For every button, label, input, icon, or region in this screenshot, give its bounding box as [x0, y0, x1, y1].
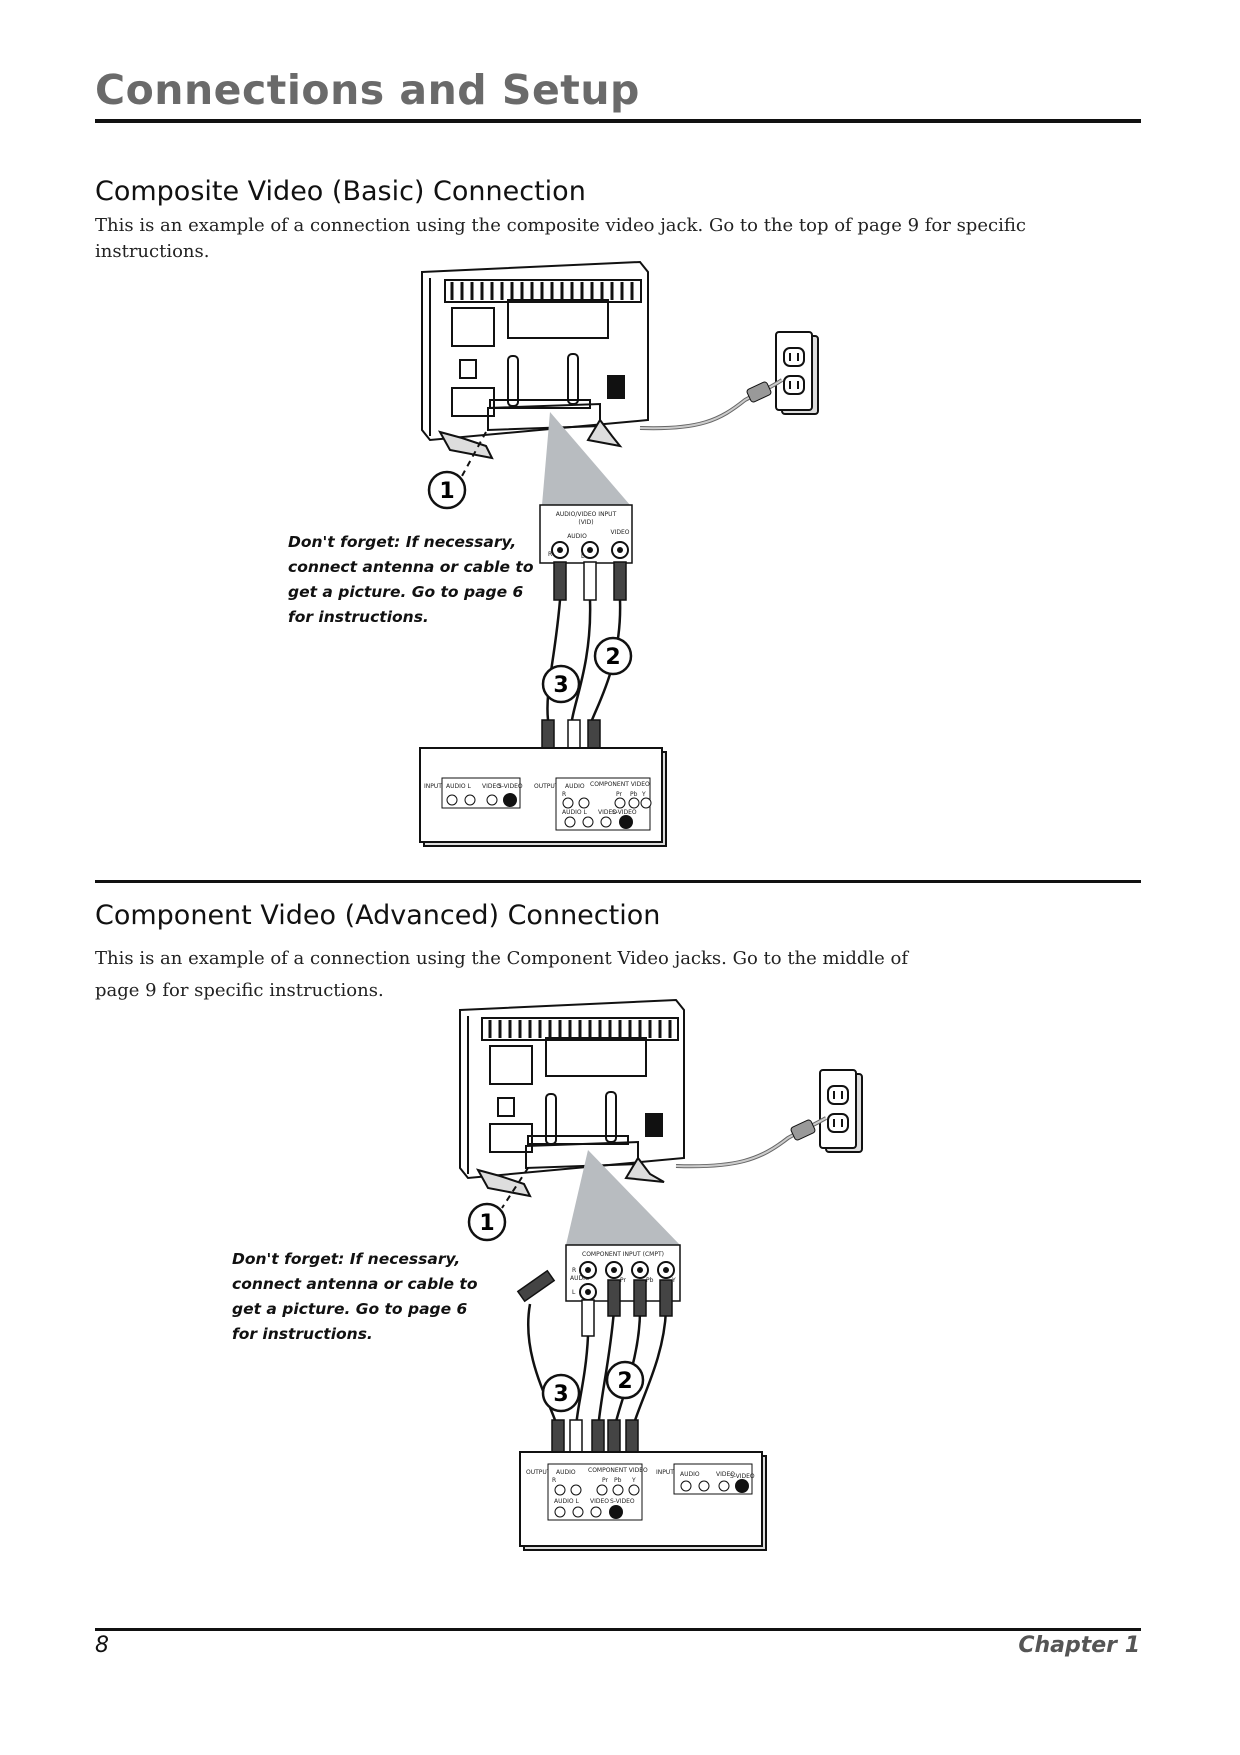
svg-text:R: R — [562, 791, 566, 798]
svg-text:Y: Y — [641, 791, 646, 798]
svg-text:1: 1 — [439, 479, 454, 504]
composite-description: This is an example of a connection using… — [95, 215, 1026, 262]
chapter-label: Chapter 1 — [1018, 1633, 1140, 1658]
zoom-callout — [566, 1150, 680, 1245]
svg-text:Pb: Pb — [646, 1277, 654, 1284]
step-3-badge: 3 — [541, 1373, 581, 1413]
svg-text:S-VIDEO: S-VIDEO — [610, 1498, 635, 1505]
svg-text:INPUT: INPUT — [424, 783, 442, 790]
svg-text:Pb: Pb — [614, 1477, 622, 1484]
svg-text:1: 1 — [479, 1211, 494, 1236]
composite-connection-diagram: 1 AUDIO/VIDEO INPUT (VID) AUDIO VIDEO R … — [419, 260, 819, 847]
svg-text:Y: Y — [631, 1477, 636, 1484]
svg-text:AUDIO L: AUDIO L — [446, 783, 472, 790]
component-description: This is an example of a connection using… — [95, 948, 909, 1001]
svg-text:COMPONENT VIDEO: COMPONENT VIDEO — [588, 1467, 648, 1474]
svg-text:COMPONENT INPUT (CMPT): COMPONENT INPUT (CMPT) — [582, 1251, 664, 1258]
svg-text:Y: Y — [671, 1277, 676, 1284]
step-1-badge: 1 — [467, 1202, 507, 1242]
zoom-callout — [542, 412, 630, 505]
component-connection-diagram: 1 COMPONENT INPUT (CMPT) R AUDIO L Pr Pb… — [459, 998, 863, 1551]
svg-text:(VID): (VID) — [578, 519, 593, 526]
svg-text:AUDIO: AUDIO — [570, 1275, 590, 1282]
svg-text:3: 3 — [553, 1382, 568, 1407]
svg-text:AUDIO L: AUDIO L — [562, 809, 588, 816]
wall-outlet-icon — [775, 331, 819, 415]
chapter-title: Connections and Setup — [95, 66, 640, 114]
svg-text:R: R — [552, 1477, 556, 1484]
svg-text:AUDIO/VIDEO INPUT: AUDIO/VIDEO INPUT — [556, 511, 617, 518]
section-divider — [95, 880, 1141, 883]
tv-component-input-panel: COMPONENT INPUT (CMPT) R AUDIO L Pr Pb Y — [565, 1244, 681, 1302]
svg-text:Pr: Pr — [616, 791, 623, 798]
step-3-badge: 3 — [541, 664, 581, 704]
svg-text:AUDIO: AUDIO — [567, 533, 587, 540]
composite-note: Don't forget: If necessary, connect ante… — [288, 533, 534, 626]
footer-rule — [95, 1628, 1141, 1631]
svg-text:AUDIO: AUDIO — [680, 1471, 700, 1478]
step-2-badge: 2 — [593, 636, 633, 676]
source-device-icon: OUTPUT AUDIO COMPONENT VIDEO R Pr Pb Y A… — [519, 1451, 767, 1551]
svg-text:INPUT: INPUT — [656, 1469, 674, 1476]
svg-text:S-VIDEO: S-VIDEO — [498, 783, 523, 790]
svg-text:AUDIO L: AUDIO L — [554, 1498, 580, 1505]
svg-text:VIDEO: VIDEO — [610, 529, 629, 536]
svg-text:OUTPUT: OUTPUT — [534, 783, 559, 790]
svg-text:COMPONENT VIDEO: COMPONENT VIDEO — [590, 781, 650, 788]
svg-text:OUTPUT: OUTPUT — [526, 1469, 551, 1476]
svg-text:L: L — [572, 1289, 576, 1296]
step-2-badge: 2 — [605, 1360, 645, 1400]
svg-text:AUDIO: AUDIO — [556, 1469, 576, 1476]
component-cables — [527, 1303, 668, 1431]
component-heading: Component Video (Advanced) Connection — [95, 900, 661, 931]
svg-text:S-VIDEO: S-VIDEO — [730, 1473, 755, 1480]
power-plug-icon — [746, 381, 772, 403]
svg-text:R: R — [572, 1267, 576, 1274]
svg-text:L: L — [581, 553, 585, 560]
svg-text:3: 3 — [553, 673, 568, 698]
component-note: Don't forget: If necessary, connect ante… — [232, 1250, 478, 1343]
svg-text:VIDEO: VIDEO — [716, 1471, 735, 1478]
composite-heading: Composite Video (Basic) Connection — [95, 176, 586, 207]
power-plug-icon — [790, 1119, 816, 1141]
svg-text:VIDEO: VIDEO — [482, 783, 501, 790]
tv-back-icon — [459, 998, 685, 1198]
page-number: 8 — [95, 1633, 109, 1658]
tv-back-icon — [421, 260, 649, 460]
wall-outlet-icon — [819, 1069, 863, 1153]
svg-text:2: 2 — [605, 645, 620, 670]
svg-text:AUDIO: AUDIO — [565, 783, 585, 790]
svg-text:2: 2 — [617, 1369, 632, 1394]
svg-text:Pb: Pb — [630, 791, 638, 798]
svg-text:VIDEO: VIDEO — [590, 1498, 609, 1505]
svg-text:VIDEO: VIDEO — [598, 809, 617, 816]
header-rule — [95, 119, 1141, 123]
svg-text:Pr: Pr — [602, 1477, 609, 1484]
svg-text:S-VIDEO: S-VIDEO — [612, 809, 637, 816]
svg-text:Pr: Pr — [620, 1277, 627, 1284]
source-device-icon: INPUT AUDIO L VIDEO S-VIDEO OUTPUT AUDIO… — [419, 747, 667, 847]
step-1-badge: 1 — [427, 470, 467, 510]
svg-text:R: R — [548, 551, 552, 558]
